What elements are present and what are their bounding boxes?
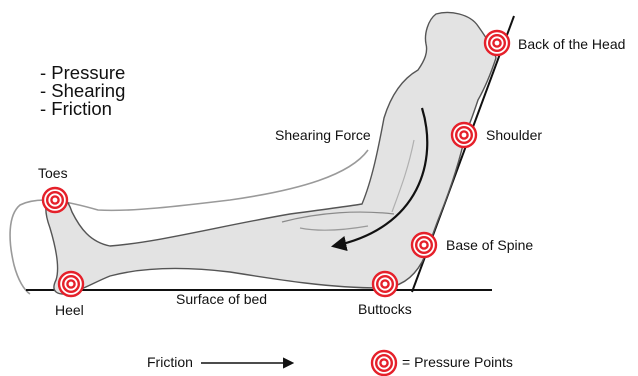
label-base-of-spine: Base of Spine — [446, 237, 533, 253]
pressure-point-heel — [59, 272, 83, 296]
legend-pressure-points-label: = Pressure Points — [402, 354, 513, 370]
label-buttocks: Buttocks — [358, 301, 412, 317]
pressure-point-base-of-spine — [412, 233, 436, 257]
pressure-point-buttocks — [373, 272, 397, 296]
label-surface-of-bed: Surface of bed — [176, 291, 267, 307]
pressure-point-toes — [43, 188, 67, 212]
label-shearing-force: Shearing Force — [275, 127, 371, 143]
label-heel: Heel — [55, 302, 84, 318]
label-toes: Toes — [38, 165, 68, 181]
label-shoulder: Shoulder — [486, 127, 542, 143]
pressure-point-head — [485, 31, 509, 55]
legend-pressure-point-icon — [372, 351, 396, 375]
label-back-of-head: Back of the Head — [518, 36, 625, 52]
cause-friction: - Friction — [40, 98, 112, 119]
pressure-point-shoulder — [452, 123, 476, 147]
legend-friction-label: Friction — [147, 354, 193, 370]
